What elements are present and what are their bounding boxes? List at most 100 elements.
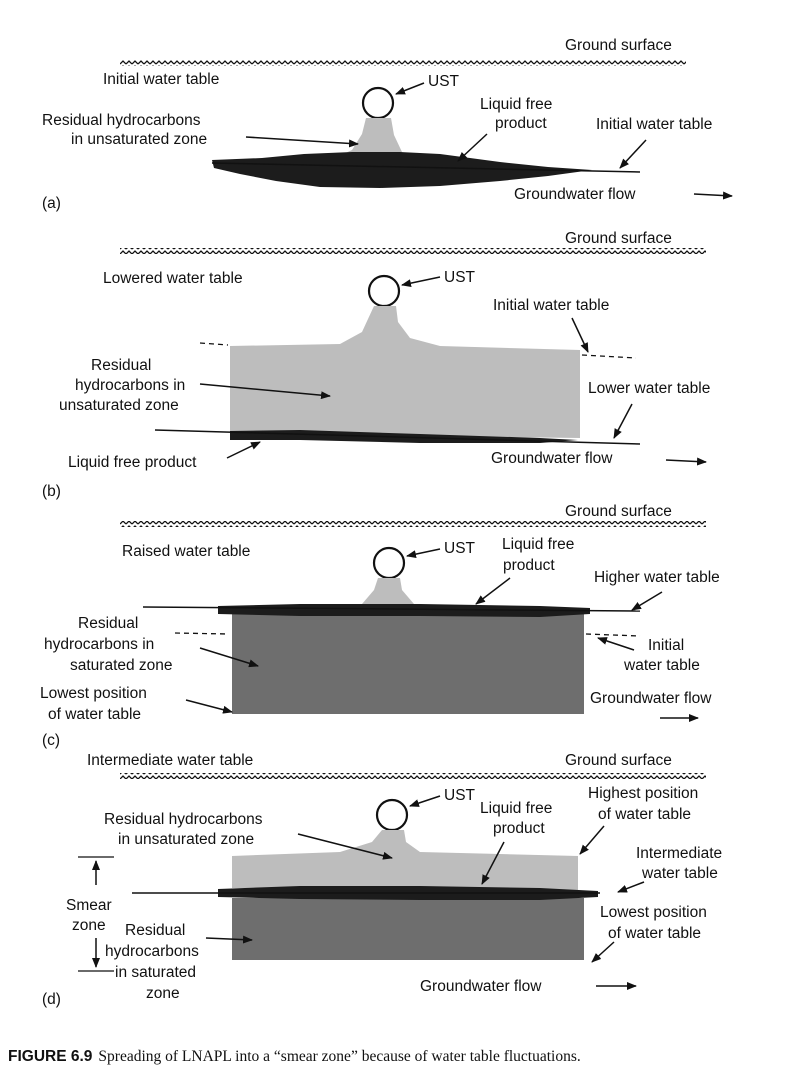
groundwater-flow-arrow-b xyxy=(665,457,707,466)
groundwater-flow-label-d: Groundwater flow xyxy=(420,978,542,995)
ust-pointer-d xyxy=(409,795,441,807)
initial-water-table-right-label-a: Initial water table xyxy=(596,116,712,133)
ust-label-c: UST xyxy=(444,540,476,557)
initial-water-table-dash-left-b xyxy=(199,342,229,346)
groundwater-flow-label-c: Groundwater flow xyxy=(590,690,712,707)
initial-water-table-line-a xyxy=(211,162,641,173)
residual-label-a-1: Residual hydrocarbons xyxy=(42,112,201,129)
ust-label-b: UST xyxy=(444,269,476,286)
ground-surface-label-d: Ground surface xyxy=(565,752,672,769)
lowered-water-table-label-b: Lowered water table xyxy=(103,270,243,287)
ust-pointer-a xyxy=(395,82,425,95)
free-product-layer-c xyxy=(218,604,590,617)
ground-surface-label-b: Ground surface xyxy=(565,230,672,247)
intermediate-water-table-label-d-2: water table xyxy=(641,865,718,882)
ust-label-a: UST xyxy=(428,73,460,90)
residual-plume-c xyxy=(362,578,414,604)
raised-water-table-label-c: Raised water table xyxy=(122,543,250,560)
initial-water-table-left-label-a: Initial water table xyxy=(103,71,219,88)
panel-b: Ground surface Lowered water table UST I… xyxy=(42,230,710,500)
ground-surface-label-a: Ground surface xyxy=(565,37,672,54)
residual-saturated-label-d-3: in saturated xyxy=(115,964,196,981)
ust-tank-c xyxy=(372,546,406,580)
ground-surface-d xyxy=(120,773,706,779)
panel-a: Ground surface Initial water table UST R… xyxy=(42,37,733,212)
residual-zone-b xyxy=(230,306,580,438)
residual-label-a-2: in unsaturated zone xyxy=(71,131,207,148)
panel-tag-a: (a) xyxy=(42,195,61,212)
residual-pointer-a xyxy=(245,136,359,148)
free-product-label-a-1: Liquid free xyxy=(480,96,552,113)
ust-tank-a xyxy=(361,86,395,120)
ust-pointer-c xyxy=(406,548,441,559)
smear-zone-label-1: Smear xyxy=(66,897,112,914)
free-product-lens-a xyxy=(212,152,592,188)
residual-unsaturated-pointer-d xyxy=(297,833,393,860)
free-product-label-d-2: product xyxy=(493,820,545,837)
intermediate-water-table-pointer-d xyxy=(617,881,645,893)
free-product-label-c-2: product xyxy=(503,557,555,574)
saturated-residual-zone-d xyxy=(232,898,584,960)
residual-label-c-2: hydrocarbons in xyxy=(44,636,154,653)
free-product-pointer-b xyxy=(226,441,261,459)
residual-saturated-label-d-1: Residual xyxy=(125,922,185,939)
initial-water-table-dash-left-c xyxy=(174,632,230,635)
panel-d: Intermediate water table Ground surface … xyxy=(42,752,722,1008)
ground-surface-b xyxy=(120,248,706,254)
lowest-position-label-c-2: of water table xyxy=(48,706,141,723)
ground-surface-c xyxy=(120,521,706,527)
residual-saturated-label-d-2: hydrocarbons xyxy=(105,943,199,960)
lowest-position-label-c-1: Lowest position xyxy=(40,685,147,702)
residual-label-c-1: Residual xyxy=(78,615,138,632)
intermediate-water-table-top-label-d: Intermediate water table xyxy=(87,752,253,769)
higher-water-table-label-c: Higher water table xyxy=(594,569,720,586)
residual-saturated-pointer-d xyxy=(205,935,253,944)
intermediate-water-table-label-d-1: Intermediate xyxy=(636,845,722,862)
figure-caption-text: Spreading of LNAPL into a “smear zone” b… xyxy=(98,1048,580,1065)
initial-water-table-label-b: Initial water table xyxy=(493,297,609,314)
free-product-pointer-c xyxy=(475,577,511,605)
residual-plume-a xyxy=(330,118,414,160)
smear-zone-label-2: zone xyxy=(72,917,106,934)
ust-pointer-b xyxy=(401,276,441,288)
groundwater-flow-label-b: Groundwater flow xyxy=(491,450,613,467)
lower-water-table-pointer-b xyxy=(613,403,633,439)
initial-water-table-pointer-b xyxy=(571,317,589,353)
lower-water-table-label-b: Lower water table xyxy=(588,380,710,397)
figure-caption: FIGURE 6.9 Spreading of LNAPL into a “sme… xyxy=(8,1048,581,1065)
lowest-position-pointer-c xyxy=(185,699,233,714)
residual-label-b-1: Residual xyxy=(91,357,151,374)
residual-pointer-c xyxy=(199,647,259,668)
initial-water-table-pointer-a xyxy=(619,139,647,169)
residual-label-b-3: unsaturated zone xyxy=(59,397,179,414)
highest-position-label-d-1: Highest position xyxy=(588,785,698,802)
higher-water-table-line-c xyxy=(142,606,641,612)
ground-surface-a xyxy=(120,60,686,66)
free-product-label-d-1: Liquid free xyxy=(480,800,552,817)
residual-label-b-2: hydrocarbons in xyxy=(75,377,185,394)
free-product-pointer-a xyxy=(457,133,488,162)
panel-tag-d: (d) xyxy=(42,991,61,1008)
saturated-residual-zone-c xyxy=(232,612,584,714)
free-product-label-b: Liquid free product xyxy=(68,454,197,471)
groundwater-flow-arrow-a xyxy=(693,191,733,200)
initial-water-table-label-c-1: Initial xyxy=(648,637,684,654)
residual-unsaturated-label-d-2: in unsaturated zone xyxy=(118,831,254,848)
groundwater-flow-label-a: Groundwater flow xyxy=(514,186,636,203)
residual-label-c-3: saturated zone xyxy=(70,657,173,674)
free-product-pointer-d xyxy=(481,841,505,885)
higher-water-table-pointer-c xyxy=(631,591,663,611)
residual-saturated-label-d-4: zone xyxy=(146,985,180,1002)
panel-tag-c: (c) xyxy=(42,732,60,749)
initial-water-table-label-c-2: water table xyxy=(623,657,700,674)
figure-caption-label: FIGURE 6.9 xyxy=(8,1048,93,1065)
lowest-position-label-d-1: Lowest position xyxy=(600,904,707,921)
initial-water-table-dash-right-c xyxy=(585,633,641,637)
lowest-position-label-d-2: of water table xyxy=(608,925,701,942)
lower-water-table-line-b xyxy=(154,429,641,445)
residual-pointer-b xyxy=(199,383,331,400)
lowest-position-pointer-d xyxy=(591,941,615,963)
ust-tank-d xyxy=(375,798,409,832)
ground-surface-label-c: Ground surface xyxy=(565,503,672,520)
